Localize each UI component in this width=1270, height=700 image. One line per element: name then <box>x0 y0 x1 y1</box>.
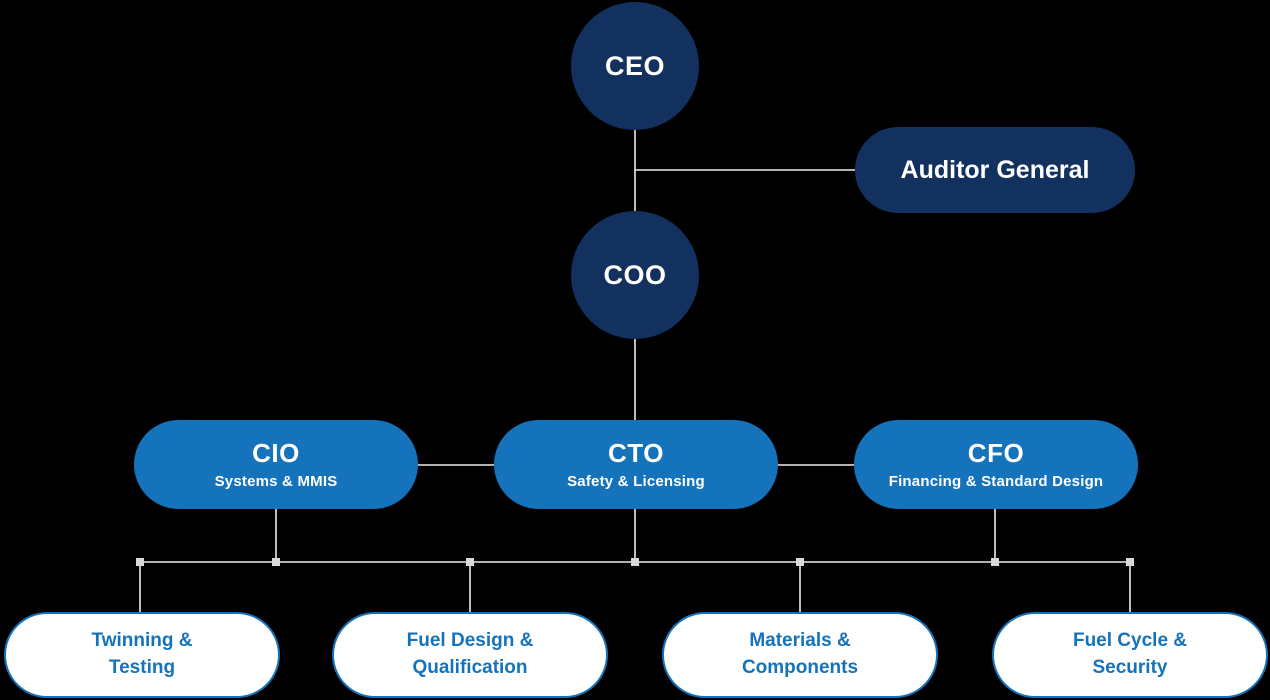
node-cio-title: CIO <box>252 438 300 469</box>
junction-marker <box>272 558 280 566</box>
junction-marker <box>1126 558 1134 566</box>
node-dept-materials-components[interactable]: Materials & Components <box>662 612 938 698</box>
junction-marker <box>466 558 474 566</box>
node-dept-fuel-design-qualification[interactable]: Fuel Design & Qualification <box>332 612 608 698</box>
dept-label-line1: Fuel Design & <box>406 630 534 652</box>
node-dept-twinning-testing[interactable]: Twinning & Testing <box>4 612 280 698</box>
node-coo-label: COO <box>603 259 667 290</box>
node-cfo[interactable]: CFO Financing & Standard Design <box>854 420 1138 509</box>
junction-marker <box>631 558 639 566</box>
node-auditor-general[interactable]: Auditor General <box>855 127 1135 213</box>
dept-label-line2: Security <box>1092 657 1168 678</box>
dept-label-line1: Materials & <box>749 630 851 652</box>
junction-marker <box>136 558 144 566</box>
node-ceo-label: CEO <box>604 50 665 81</box>
dept-label-line2: Testing <box>108 657 176 678</box>
dept-label-line2: Components <box>741 657 859 678</box>
node-coo[interactable]: COO <box>571 211 699 339</box>
node-ceo[interactable]: CEO <box>571 2 699 130</box>
node-cfo-title: CFO <box>967 438 1025 469</box>
dept-label-line1: Fuel Cycle & <box>1072 630 1188 652</box>
node-cto-subtitle: Safety & Licensing <box>567 472 705 490</box>
node-cto-title: CTO <box>608 438 664 469</box>
node-dept-fuel-cycle-security[interactable]: Fuel Cycle & Security <box>992 612 1268 698</box>
junction-marker <box>991 558 999 566</box>
junction-marker <box>796 558 804 566</box>
node-cio[interactable]: CIO Systems & MMIS <box>134 420 418 509</box>
dept-label-line2: Qualification <box>412 657 528 678</box>
node-cto[interactable]: CTO Safety & Licensing <box>494 420 778 509</box>
node-cfo-subtitle: Financing & Standard Design <box>888 472 1104 490</box>
node-cio-subtitle: Systems & MMIS <box>214 472 338 490</box>
node-auditor-general-label: Auditor General <box>900 155 1090 184</box>
dept-label-line1: Twinning & <box>91 630 193 652</box>
